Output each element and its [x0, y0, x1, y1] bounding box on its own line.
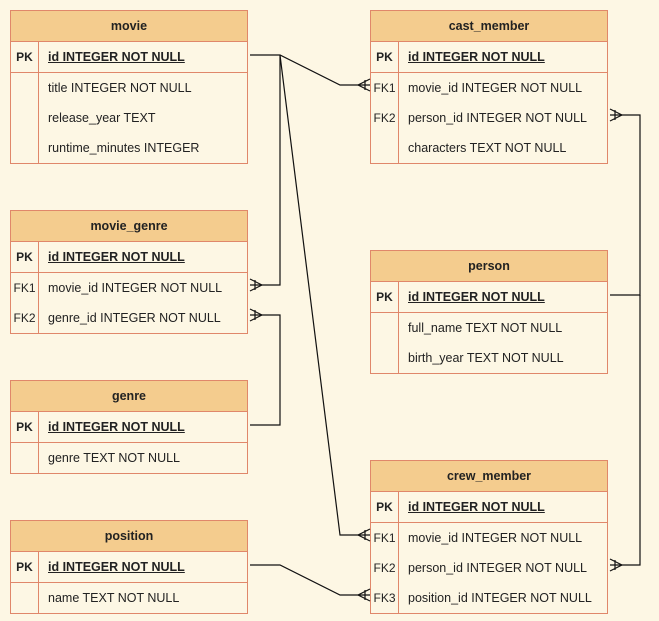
key-label: FK2 — [371, 553, 399, 583]
key-label: FK3 — [371, 583, 399, 613]
field-label: id INTEGER NOT NULL — [48, 50, 185, 64]
field-label: genre_id INTEGER NOT NULL — [48, 311, 221, 325]
field-label: id INTEGER NOT NULL — [48, 420, 185, 434]
table-row: PK id INTEGER NOT NULL — [11, 412, 247, 443]
link-position-crew-member — [250, 564, 370, 596]
table-person[interactable]: person PK id INTEGER NOT NULL full_name … — [370, 250, 608, 374]
key-label: PK — [11, 42, 39, 72]
key-label: PK — [11, 412, 39, 442]
link-person-crew-member — [610, 295, 641, 566]
link-person-cast-member — [610, 114, 641, 296]
link-genre-movie-genre — [250, 314, 281, 426]
link-movie-movie-genre — [250, 55, 281, 286]
table-title: position — [11, 521, 247, 552]
table-row: PK id INTEGER NOT NULL — [371, 282, 607, 313]
table-row: full_name TEXT NOT NULL — [371, 313, 607, 343]
table-genre[interactable]: genre PK id INTEGER NOT NULL genre TEXT … — [10, 380, 248, 474]
table-row: PK id INTEGER NOT NULL — [11, 42, 247, 73]
key-label — [11, 443, 39, 473]
field-label: movie_id INTEGER NOT NULL — [48, 281, 223, 295]
link-movie-crew-member — [279, 54, 370, 536]
key-label: PK — [371, 42, 399, 72]
table-row: PK id INTEGER NOT NULL — [11, 552, 247, 583]
crowfoot-cast-person — [609, 108, 623, 122]
key-label — [11, 73, 39, 103]
table-row: birth_year TEXT NOT NULL — [371, 343, 607, 373]
table-title: movie — [11, 11, 247, 42]
key-label: FK1 — [371, 73, 399, 103]
key-label: PK — [11, 242, 39, 272]
field-label: id INTEGER NOT NULL — [408, 290, 545, 304]
field-label: position_id INTEGER NOT NULL — [408, 591, 592, 605]
field-label: id INTEGER NOT NULL — [48, 250, 185, 264]
key-label — [371, 313, 399, 343]
key-label — [11, 583, 39, 613]
table-row: name TEXT NOT NULL — [11, 583, 247, 613]
field-label: movie_id INTEGER NOT NULL — [408, 531, 583, 545]
field-label: person_id INTEGER NOT NULL — [408, 561, 587, 575]
key-label: FK1 — [371, 523, 399, 553]
key-label: PK — [11, 552, 39, 582]
table-title: person — [371, 251, 607, 282]
table-row: FK2 person_id INTEGER NOT NULL — [371, 553, 607, 583]
table-cast-member[interactable]: cast_member PK id INTEGER NOT NULL FK1 m… — [370, 10, 608, 164]
table-row: FK1 movie_id INTEGER NOT NULL — [11, 273, 247, 303]
table-row: genre TEXT NOT NULL — [11, 443, 247, 473]
table-row: title INTEGER NOT NULL — [11, 73, 247, 103]
field-label: id INTEGER NOT NULL — [408, 50, 545, 64]
crowfoot-crew-movie — [357, 528, 371, 542]
key-label — [11, 133, 39, 163]
table-crew-member[interactable]: crew_member PK id INTEGER NOT NULL FK1 m… — [370, 460, 608, 614]
table-row: PK id INTEGER NOT NULL — [371, 42, 607, 73]
key-label: FK2 — [371, 103, 399, 133]
table-row: FK1 movie_id INTEGER NOT NULL — [371, 73, 607, 103]
crowfoot-cast-movie — [357, 78, 371, 92]
field-label: person_id INTEGER NOT NULL — [408, 111, 587, 125]
table-title: movie_genre — [11, 211, 247, 242]
crowfoot-crew-position — [357, 588, 371, 602]
table-row: PK id INTEGER NOT NULL — [371, 492, 607, 523]
table-row: FK2 person_id INTEGER NOT NULL — [371, 103, 607, 133]
field-label: genre TEXT NOT NULL — [48, 451, 181, 465]
table-row: PK id INTEGER NOT NULL — [11, 242, 247, 273]
crowfoot-movie-genre-movie — [249, 278, 263, 292]
table-title: cast_member — [371, 11, 607, 42]
key-label — [371, 133, 399, 163]
link-movie-cast-member — [250, 54, 370, 86]
key-label — [371, 343, 399, 373]
key-label — [11, 103, 39, 133]
field-label: id INTEGER NOT NULL — [48, 560, 185, 574]
table-title: genre — [11, 381, 247, 412]
table-position[interactable]: position PK id INTEGER NOT NULL name TEX… — [10, 520, 248, 614]
key-label: PK — [371, 282, 399, 312]
field-label: movie_id INTEGER NOT NULL — [408, 81, 583, 95]
crowfoot-crew-person — [609, 558, 623, 572]
field-label: release_year TEXT — [48, 111, 156, 125]
field-label: title INTEGER NOT NULL — [48, 81, 192, 95]
table-row: FK1 movie_id INTEGER NOT NULL — [371, 523, 607, 553]
table-movie[interactable]: movie PK id INTEGER NOT NULL title INTEG… — [10, 10, 248, 164]
field-label: characters TEXT NOT NULL — [408, 141, 567, 155]
key-label: FK1 — [11, 273, 39, 303]
table-row: release_year TEXT — [11, 103, 247, 133]
table-movie-genre[interactable]: movie_genre PK id INTEGER NOT NULL FK1 m… — [10, 210, 248, 334]
key-label: PK — [371, 492, 399, 522]
table-row: characters TEXT NOT NULL — [371, 133, 607, 163]
table-title: crew_member — [371, 461, 607, 492]
field-label: full_name TEXT NOT NULL — [408, 321, 563, 335]
crowfoot-movie-genre-genre — [249, 308, 263, 322]
field-label: runtime_minutes INTEGER — [48, 141, 200, 155]
field-label: id INTEGER NOT NULL — [408, 500, 545, 514]
table-row: runtime_minutes INTEGER — [11, 133, 247, 163]
key-label: FK2 — [11, 303, 39, 333]
field-label: birth_year TEXT NOT NULL — [408, 351, 564, 365]
field-label: name TEXT NOT NULL — [48, 591, 180, 605]
table-row: FK2 genre_id INTEGER NOT NULL — [11, 303, 247, 333]
table-row: FK3 position_id INTEGER NOT NULL — [371, 583, 607, 613]
